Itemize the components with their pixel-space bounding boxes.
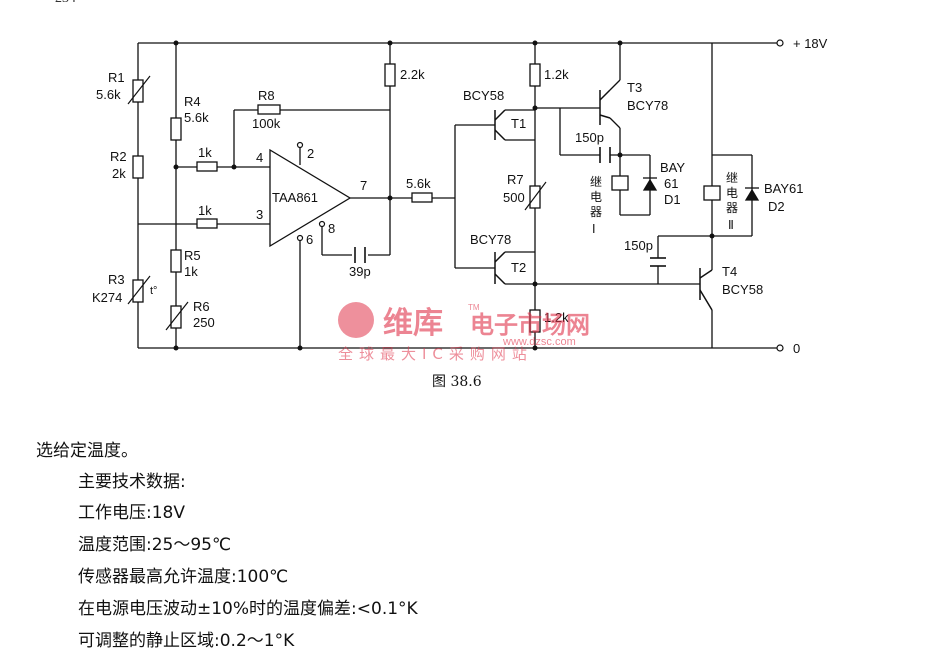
text-line-4: 温度范围:25～95℃ bbox=[78, 535, 232, 555]
r2-label: R2 bbox=[110, 149, 127, 164]
ic-label: TAA861 bbox=[272, 190, 318, 205]
r2-value: 2k bbox=[112, 166, 126, 181]
c150a-value: 150p bbox=[575, 130, 604, 145]
r3-value: K274 bbox=[92, 290, 122, 305]
d2-type: BAY61 bbox=[764, 181, 804, 196]
text-line-6: 在电源电压波动±10%时的温度偏差:<0.1°K bbox=[78, 599, 418, 619]
relay1-char-3: 器 bbox=[590, 205, 602, 219]
r4-label: R4 bbox=[184, 94, 201, 109]
r8-label: R8 bbox=[258, 88, 275, 103]
r-in1-value: 1k bbox=[198, 145, 212, 160]
r5-label: R5 bbox=[184, 248, 201, 263]
r6-value: 250 bbox=[193, 315, 215, 330]
pin8-label: 8 bbox=[328, 221, 335, 236]
d1-type-b: 61 bbox=[664, 176, 678, 191]
r6-label: R6 bbox=[193, 299, 210, 314]
c150b-value: 150p bbox=[624, 238, 653, 253]
watermark: 维库 电子市场网 TM www.dzsc.com 全球最大IC采购网站 bbox=[338, 302, 590, 363]
relay2-char-3: 器 bbox=[726, 201, 738, 215]
r3-temp: t° bbox=[150, 285, 157, 297]
d2-label: D2 bbox=[768, 199, 785, 214]
t4-label: T4 bbox=[722, 264, 737, 279]
r7-label: R7 bbox=[507, 172, 524, 187]
r-top-value: 2.2k bbox=[400, 67, 425, 82]
watermark-sub: 全球最大IC采购网站 bbox=[338, 345, 533, 363]
watermark-url: www.dzsc.com bbox=[502, 336, 576, 348]
relay1-char-2: 电 bbox=[590, 190, 602, 204]
ground-label: 0 bbox=[793, 341, 800, 356]
op-amp-symbol bbox=[269, 148, 352, 248]
r3-label: R3 bbox=[108, 272, 125, 287]
text-line-7: 可调整的静止区域:0.2～1°K bbox=[78, 631, 295, 651]
pin3-label: 3 bbox=[256, 207, 263, 222]
r5-value: 1k bbox=[184, 264, 198, 279]
t1-label: T1 bbox=[511, 116, 526, 131]
t3-type: BCY78 bbox=[627, 98, 668, 113]
t4-type: BCY58 bbox=[722, 282, 763, 297]
c39-value: 39p bbox=[349, 264, 371, 279]
r7-value: 500 bbox=[503, 190, 525, 205]
watermark-tm: TM bbox=[468, 303, 480, 312]
t2-label: T2 bbox=[511, 260, 526, 275]
text-line-1: 选给定温度。 bbox=[36, 441, 138, 461]
r-out-value: 5.6k bbox=[406, 176, 431, 191]
watermark-logo-icon bbox=[338, 302, 374, 338]
relay1-char-1: 继 bbox=[590, 175, 602, 189]
watermark-brand: 维库 bbox=[383, 306, 443, 341]
t3-label: T3 bbox=[627, 80, 642, 95]
text-line-3: 工作电压:18V bbox=[78, 503, 185, 523]
r12b-value: 1.2k bbox=[544, 310, 569, 325]
text-line-2: 主要技术数据: bbox=[78, 472, 186, 492]
pin6-label: 6 bbox=[306, 232, 313, 247]
pin4-label: 4 bbox=[256, 150, 263, 165]
relay1-char-4: Ⅰ bbox=[592, 222, 596, 236]
pin7-label: 7 bbox=[360, 178, 367, 193]
d1-type-a: BAY bbox=[660, 160, 685, 175]
t1-type: BCY58 bbox=[463, 88, 504, 103]
relay2-char-1: 继 bbox=[726, 171, 738, 185]
t2-type: BCY78 bbox=[470, 232, 511, 247]
figure-caption: 图 38.6 bbox=[432, 374, 482, 390]
relay2-char-2: 电 bbox=[726, 186, 738, 200]
r1-label: R1 bbox=[108, 70, 125, 85]
relay2-char-4: Ⅱ bbox=[728, 218, 734, 232]
pin2-label: 2 bbox=[307, 146, 314, 161]
text-line-5: 传感器最高允许温度:100℃ bbox=[78, 567, 289, 587]
watermark-brand2: 电子市场网 bbox=[470, 311, 590, 339]
r12a-value: 1.2k bbox=[544, 67, 569, 82]
circuit-diagram: + 18V 0 R1 5.6k R2 2k R3 K274 t° R4 5.6k… bbox=[92, 36, 828, 363]
supply-label: + 18V bbox=[793, 36, 828, 51]
page-number: 234 bbox=[55, 0, 76, 7]
r1-value: 5.6k bbox=[96, 87, 121, 102]
d1-label: D1 bbox=[664, 192, 681, 207]
r4-value: 5.6k bbox=[184, 110, 209, 125]
r8-value: 100k bbox=[252, 116, 281, 131]
r-in2-value: 1k bbox=[198, 203, 212, 218]
